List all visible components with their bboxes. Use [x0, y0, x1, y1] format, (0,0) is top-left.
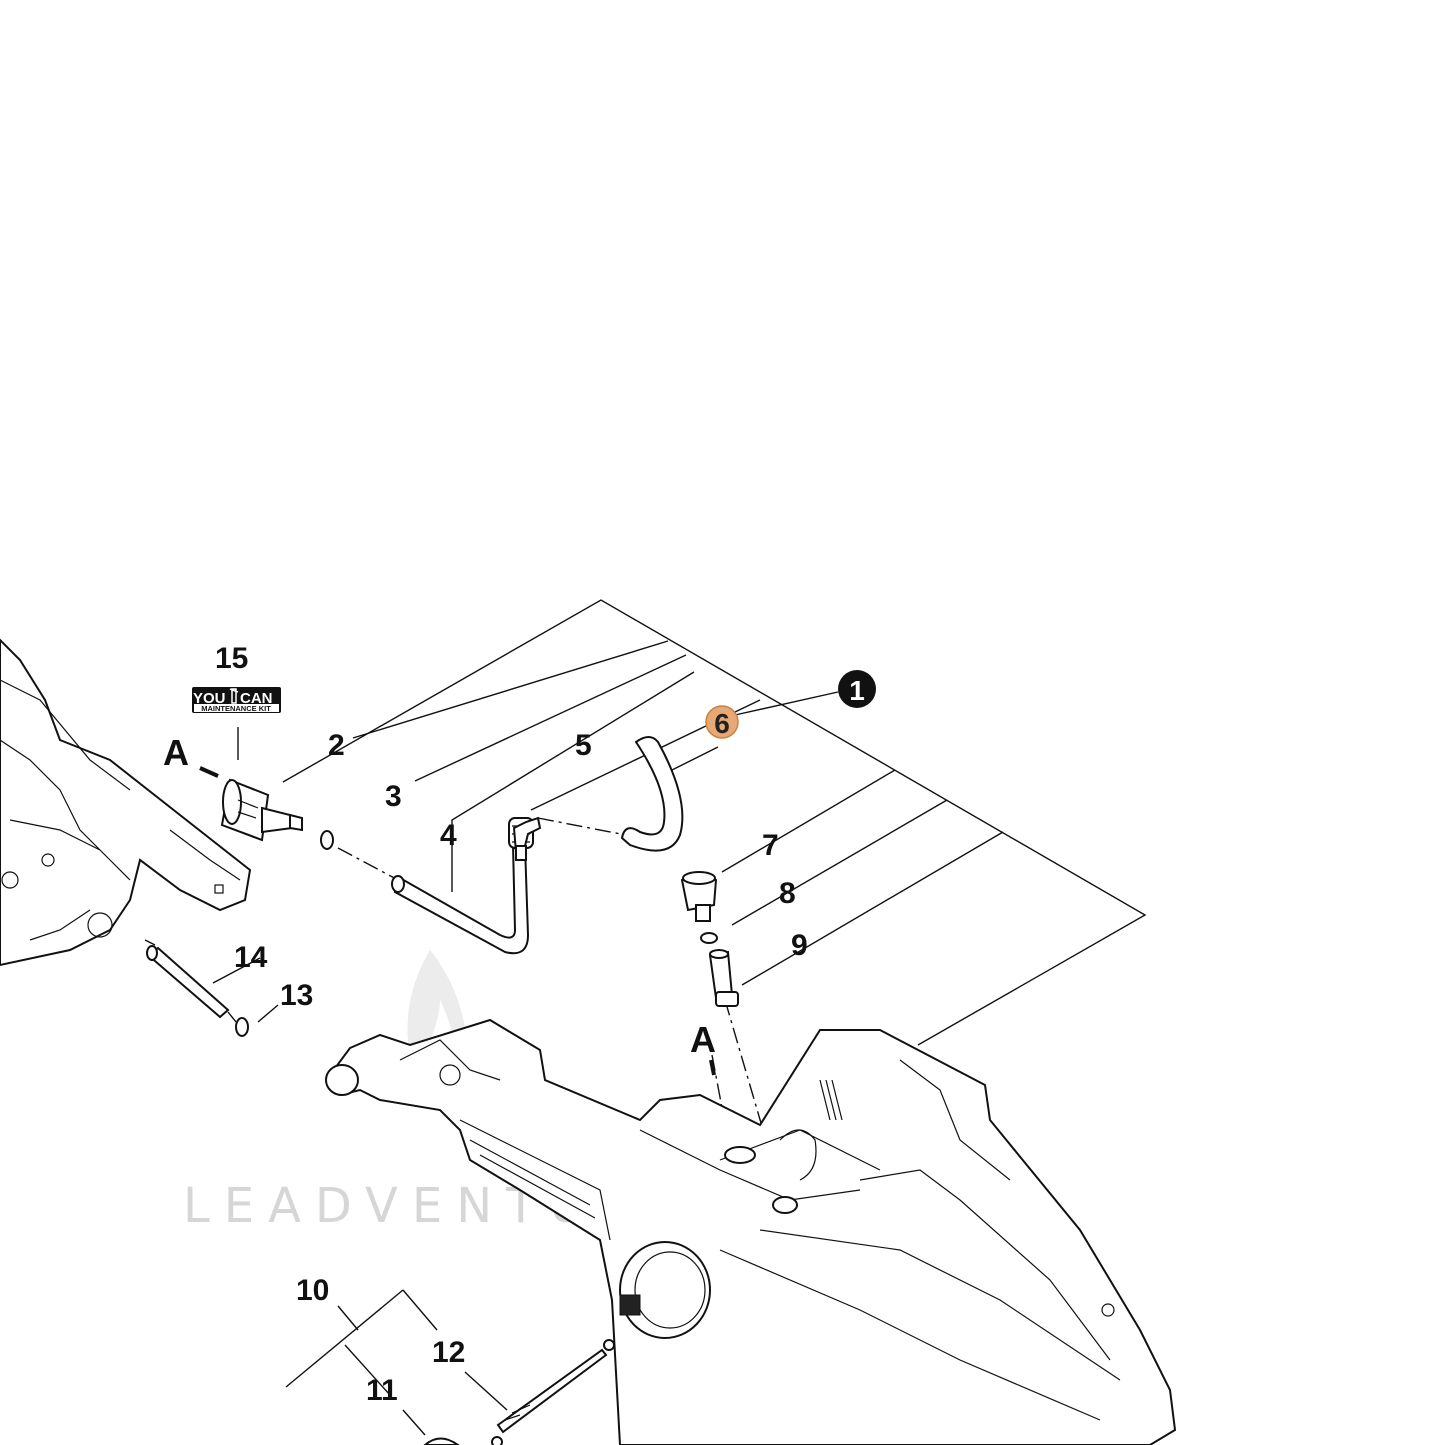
callout-12: 12 — [432, 1336, 465, 1369]
callout-labels: 15 2 3 4 5 7 8 9 10 11 12 13 14 — [215, 642, 808, 1407]
callout-5: 5 — [575, 729, 592, 762]
callout-3: 3 — [385, 780, 402, 813]
badge-maintenance-text: MAINTENANCE KIT — [201, 704, 271, 713]
callout-1: 1 — [849, 675, 865, 706]
o-ring-part-13 — [235, 1017, 249, 1037]
fuel-pipe-part-4 — [391, 817, 534, 955]
washer-part-11 — [423, 1437, 460, 1445]
callout-15: 15 — [215, 642, 248, 675]
callout-9: 9 — [791, 929, 808, 962]
callout-4: 4 — [440, 819, 457, 852]
callout-14: 14 — [234, 941, 268, 974]
hose-part-6 — [620, 736, 684, 852]
callout-7: 7 — [762, 829, 779, 862]
elbow-fitting-part-5 — [512, 816, 542, 861]
connection-mark-a-left: A — [163, 732, 189, 773]
youcan-kit-badge: YOU CAN MAINTENANCE KIT — [192, 687, 281, 713]
badge-you-text: YOU — [193, 690, 226, 707]
badge-can-text: CAN — [240, 690, 273, 707]
callout-8: 8 — [779, 877, 796, 910]
tube-part-9 — [708, 949, 739, 1007]
callout-10: 10 — [296, 1274, 329, 1307]
o-ring-part-3 — [320, 830, 334, 850]
wrench-icon — [229, 688, 239, 704]
fuel-cap-part-7 — [680, 871, 718, 922]
pin-part-14 — [146, 945, 230, 1019]
callout-1-assembly: 1 — [838, 670, 876, 708]
connection-marks: A A — [163, 732, 716, 1076]
callout-6: 6 — [714, 708, 730, 739]
fuel-filter-part — [220, 778, 303, 842]
main-housing-tank — [325, 1018, 1177, 1445]
callout-2: 2 — [328, 729, 345, 762]
left-housing-part — [0, 638, 252, 967]
screw-part-12 — [496, 1339, 615, 1434]
connection-mark-a-right: A — [690, 1019, 716, 1060]
o-ring-part-8 — [700, 932, 718, 944]
assembly-bracket-lines — [212, 599, 1147, 1436]
callout-6-highlighted[interactable]: 6 — [705, 705, 739, 739]
callout-11: 11 — [366, 1374, 398, 1407]
callout-13: 13 — [280, 979, 313, 1012]
nut-part-12 — [491, 1436, 503, 1445]
